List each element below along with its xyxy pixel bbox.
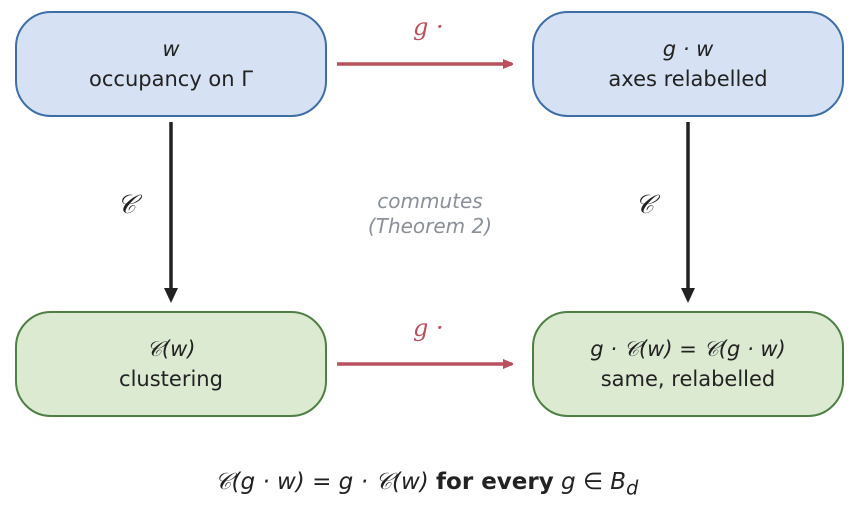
arrow-right-head bbox=[681, 288, 695, 303]
equation-rhs: g ∈ B bbox=[561, 469, 627, 495]
node-clustering-label: clustering bbox=[119, 367, 223, 391]
node-same-relabelled-label: same, relabelled bbox=[600, 367, 776, 391]
node-occupancy-label: occupancy on Γ bbox=[89, 67, 253, 91]
equation-subscript: d bbox=[626, 476, 639, 500]
edge-label-top: g · bbox=[413, 13, 444, 41]
node-relabelled: g · w axes relabelled bbox=[532, 11, 844, 117]
equation-for-every: for every bbox=[436, 469, 554, 495]
node-same-relabelled: g · 𝒞(w) = 𝒞(g · w) same, relabelled bbox=[532, 311, 844, 417]
edge-label-bottom: g · bbox=[413, 314, 444, 342]
edge-label-right: 𝒞 bbox=[635, 190, 654, 220]
arrow-left-head bbox=[164, 288, 178, 303]
equivariance-equation: 𝒞(g · w) = g · 𝒞(w) for every g ∈ Bd bbox=[0, 469, 853, 500]
node-relabelled-label: axes relabelled bbox=[608, 67, 768, 91]
equation-lhs: 𝒞(g · w) = g · 𝒞(w) bbox=[214, 469, 429, 495]
commutes-note-line1: commutes bbox=[377, 189, 483, 213]
node-clustering-math: 𝒞(w) bbox=[146, 337, 196, 361]
commutes-note-line2: (Theorem 2) bbox=[367, 214, 493, 238]
edge-label-left: 𝒞 bbox=[117, 190, 136, 220]
commutes-note: commutes (Theorem 2) bbox=[330, 189, 530, 239]
node-occupancy: w occupancy on Γ bbox=[15, 11, 327, 117]
node-same-relabelled-math: g · 𝒞(w) = 𝒞(g · w) bbox=[590, 337, 786, 361]
node-occupancy-math: w bbox=[162, 37, 180, 61]
node-clustering: 𝒞(w) clustering bbox=[15, 311, 327, 417]
node-relabelled-math: g · w bbox=[662, 37, 714, 61]
